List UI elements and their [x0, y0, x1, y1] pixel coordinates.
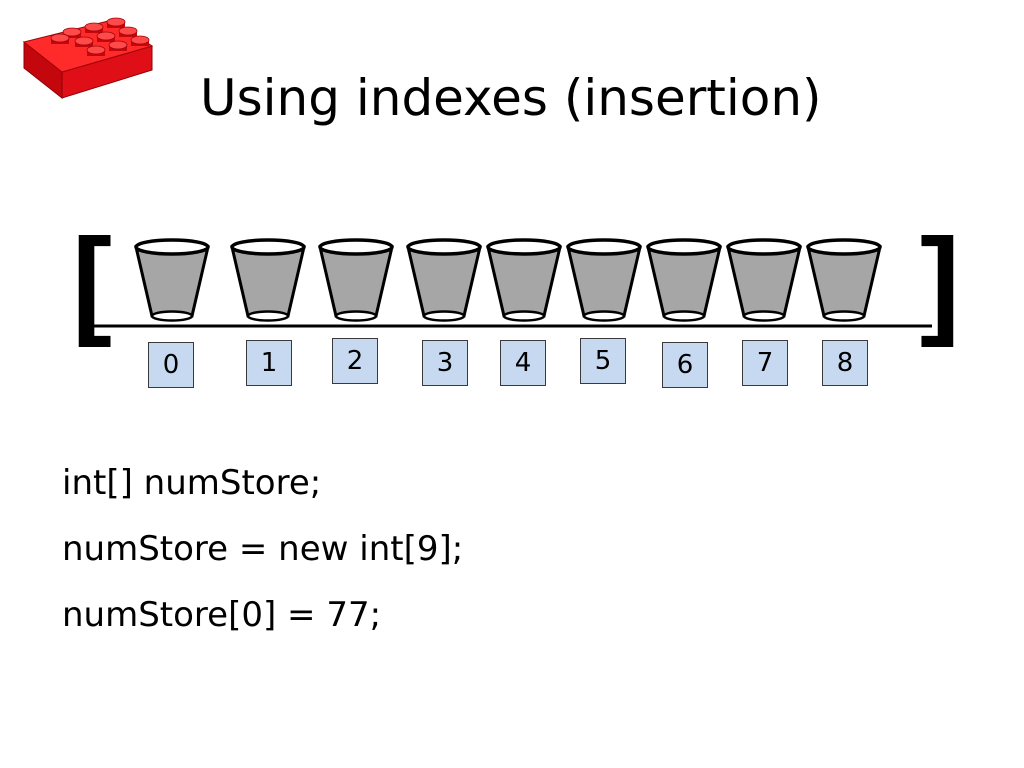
- bucket-icon: [726, 238, 802, 322]
- slide-title: Using indexes (insertion): [200, 69, 822, 127]
- lego-stud-top: [96, 31, 116, 41]
- lego-brick-icon: [22, 17, 154, 100]
- lego-stud-top: [84, 22, 104, 32]
- index-box: 4: [500, 340, 546, 386]
- lego-stud-top: [130, 35, 150, 45]
- lego-stud-top: [118, 26, 138, 36]
- index-box: 8: [822, 340, 868, 386]
- code-line-insert: numStore[0] = 77;: [62, 595, 382, 635]
- close-bracket: ]: [920, 214, 960, 348]
- bucket-icon: [406, 238, 482, 322]
- lego-stud-top: [86, 45, 106, 55]
- lego-stud-top: [74, 36, 94, 46]
- lego-stud-top: [50, 33, 70, 43]
- bucket-icon: [134, 238, 210, 322]
- lego-stud-top: [106, 17, 126, 27]
- index-box: 2: [332, 338, 378, 384]
- lego-stud-top: [108, 40, 128, 50]
- index-box: 7: [742, 340, 788, 386]
- bucket-icon: [318, 238, 394, 322]
- bucket-icon: [486, 238, 562, 322]
- index-box: 5: [580, 338, 626, 384]
- index-box: 3: [422, 340, 468, 386]
- bucket-icon: [806, 238, 882, 322]
- index-box: 0: [148, 342, 194, 388]
- index-box: 1: [246, 340, 292, 386]
- bucket-icon: [566, 238, 642, 322]
- code-line-declare: int[] numStore;: [62, 463, 322, 503]
- index-box: 6: [662, 342, 708, 388]
- open-bracket: [: [72, 214, 112, 348]
- code-line-allocate: numStore = new int[9];: [62, 529, 464, 569]
- lego-stud-top: [62, 27, 82, 37]
- bucket-icon: [646, 238, 722, 322]
- array-diagram: [ ]: [72, 214, 960, 348]
- bucket-icon: [230, 238, 306, 322]
- code-block: int[] numStore; numStore = new int[9]; n…: [62, 450, 463, 648]
